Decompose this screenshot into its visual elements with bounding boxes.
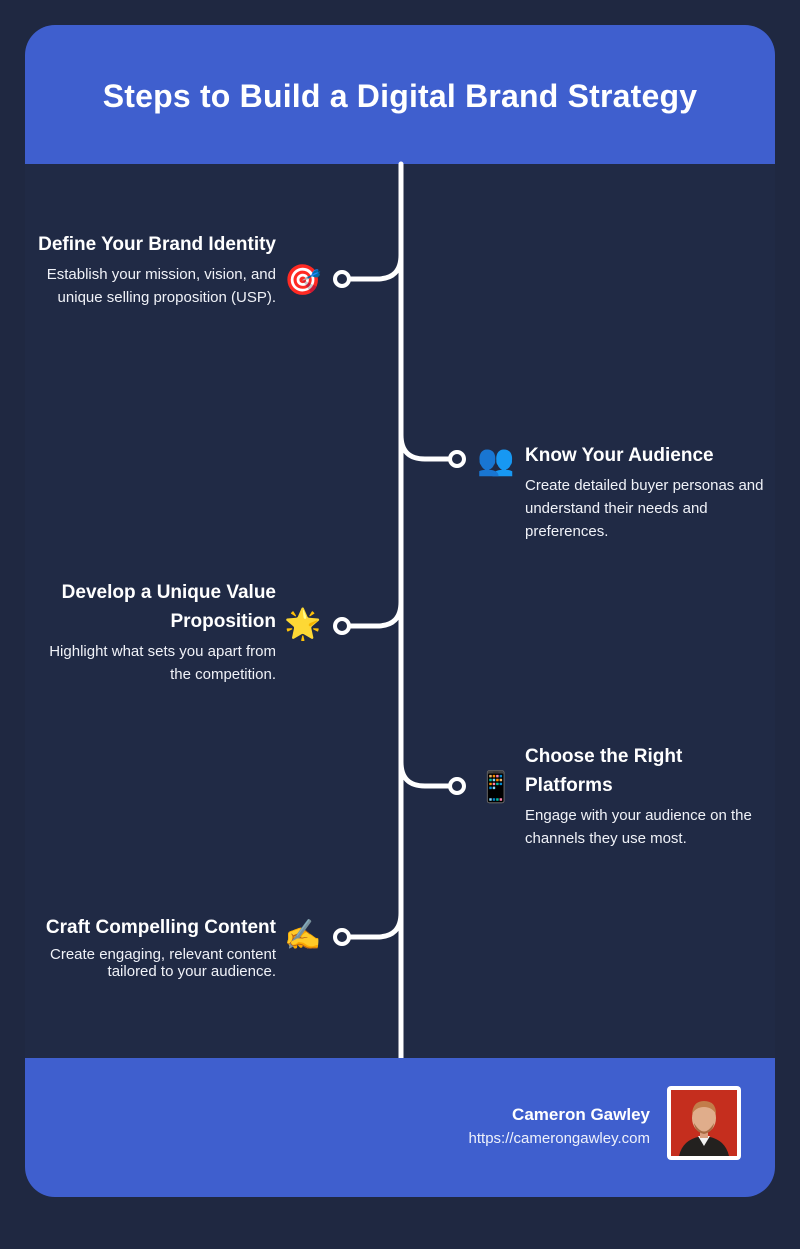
step-title: Know Your Audience: [525, 445, 714, 466]
star-icon: 🌟: [284, 607, 322, 642]
step-title: Craft Compelling Content: [45, 917, 276, 938]
step-title: Define Your Brand Identity: [38, 234, 276, 255]
step-unique-value-proposition: Develop a Unique Value Proposition Highl…: [26, 578, 276, 686]
step-craft-content: Craft Compelling Content Create engaging…: [26, 913, 276, 980]
step-description: Create detailed buyer personas and under…: [525, 477, 764, 540]
branch-step-1: [339, 252, 404, 282]
avatar-portrait: [671, 1090, 737, 1156]
node-step-3: [333, 617, 351, 635]
header-banner: Steps to Build a Digital Brand Strategy: [25, 25, 775, 164]
branch-step-5: [339, 910, 404, 940]
node-step-1: [333, 270, 351, 288]
avatar: [667, 1086, 741, 1160]
phone-icon: 📱: [477, 770, 515, 805]
target-icon: 🎯: [284, 263, 322, 298]
step-description: Create engaging, relevant content tailor…: [50, 946, 276, 980]
people-icon: 👥: [477, 443, 515, 478]
step-know-your-audience: Know Your Audience Create detailed buyer…: [525, 441, 775, 543]
author-name: Cameron Gawley: [512, 1105, 650, 1124]
writing-icon: ✍️: [284, 918, 322, 953]
footer-banner: Cameron Gawley https://camerongawley.com: [25, 1058, 775, 1197]
infographic-card: Steps to Build a Digital Brand Strategy …: [25, 25, 775, 1197]
branch-step-2: [398, 432, 460, 462]
timeline-connector: [333, 161, 466, 1061]
step-description: Engage with your audience on the channel…: [525, 807, 752, 847]
page-title: Steps to Build a Digital Brand Strategy: [102, 78, 698, 114]
node-step-2: [448, 450, 466, 468]
step-define-brand-identity: Define Your Brand Identity Establish you…: [26, 230, 276, 309]
branch-step-4: [398, 759, 460, 789]
node-step-5: [333, 928, 351, 946]
step-title: Develop a Unique Value Proposition: [61, 582, 276, 632]
step-description: Highlight what sets you apart from the c…: [49, 643, 276, 683]
node-step-4: [448, 777, 466, 795]
step-title: Choose the Right Platforms: [525, 746, 683, 796]
step-choose-platforms: Choose the Right Platforms Engage with y…: [525, 742, 775, 850]
branch-step-3: [339, 599, 404, 629]
step-description: Establish your mission, vision, and uniq…: [46, 266, 276, 306]
author-url[interactable]: https://camerongawley.com: [468, 1130, 650, 1147]
